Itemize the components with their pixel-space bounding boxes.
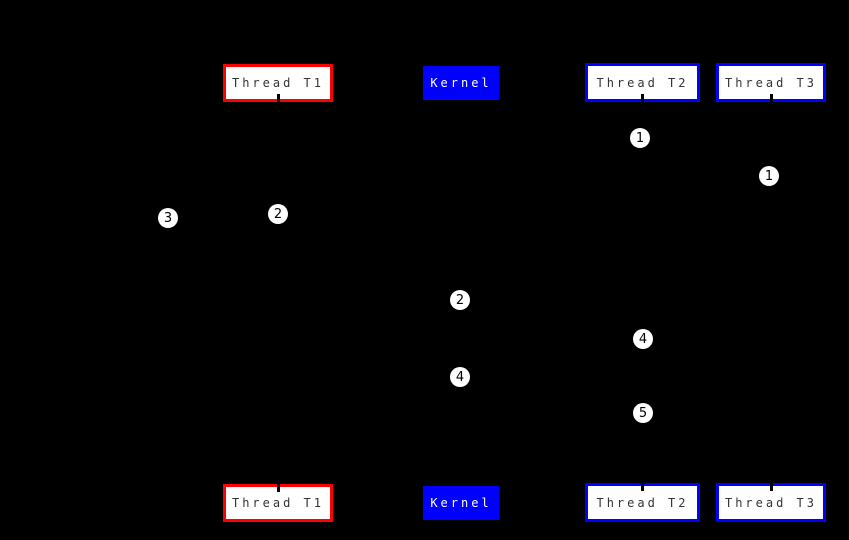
event-marker-4-thread-t2: 4 — [633, 329, 653, 349]
thread-t3-bottom-box: Thread T3 — [716, 482, 826, 522]
lifeline-stub — [769, 94, 773, 103]
lifeline-stub — [276, 94, 280, 103]
thread-t1-bottom-label: Thread T1 — [231, 496, 325, 510]
thread-t2-bottom-label: Thread T2 — [596, 495, 689, 510]
event-marker-1-thread-t3: 1 — [759, 166, 779, 186]
thread-t1-bottom-box: Thread T1 — [223, 483, 333, 522]
thread-t1-top-box: Thread T1 — [223, 64, 333, 103]
thread-t1-top-label: Thread T1 — [231, 76, 325, 90]
event-marker-2-thread-t1: 2 — [268, 204, 288, 224]
event-marker-1-thread-t2: 1 — [630, 128, 650, 148]
kernel-bottom-box: Kernel — [423, 486, 499, 520]
thread-t2-top-label: Thread T2 — [596, 75, 689, 90]
lifeline-stub — [276, 483, 280, 492]
lifeline-stub — [769, 482, 773, 491]
lifeline-stub — [641, 94, 644, 103]
thread-t3-top-label: Thread T3 — [724, 75, 818, 90]
thread-t3-bottom-label: Thread T3 — [724, 495, 818, 510]
kernel-top-label: Kernel — [430, 76, 492, 90]
thread-t2-bottom-box: Thread T2 — [585, 482, 700, 522]
event-marker-3: 3 — [158, 208, 178, 228]
kernel-bottom-label: Kernel — [430, 496, 492, 510]
thread-t2-top-box: Thread T2 — [585, 63, 700, 103]
event-marker-5-thread-t2: 5 — [633, 403, 653, 423]
lifeline-stub — [641, 482, 644, 491]
thread-t3-top-box: Thread T3 — [716, 63, 826, 103]
kernel-top-box: Kernel — [423, 66, 499, 100]
event-marker-4-kernel: 4 — [450, 367, 470, 387]
event-marker-2-kernel: 2 — [450, 290, 470, 310]
